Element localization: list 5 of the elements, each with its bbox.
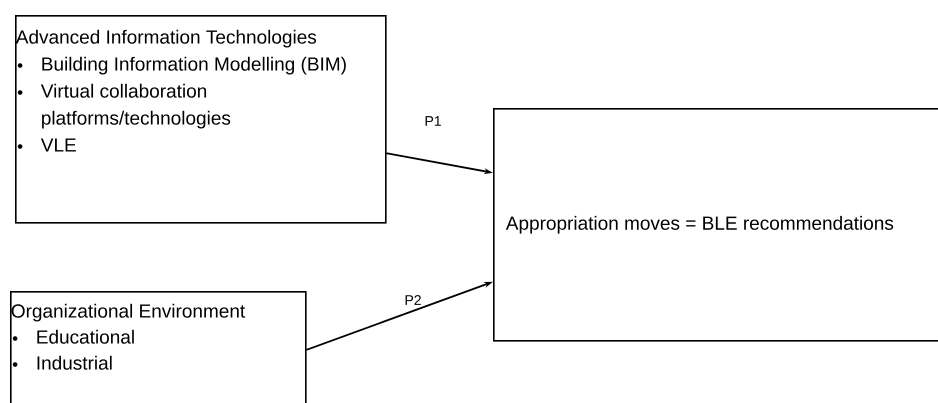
text-box: Advanced Information Technologies Building Information Modelling (BIM) Virtual collaboration platforms/technologies VLE <box>15 14 387 224</box>
edge-label: P1 <box>423 115 443 127</box>
text-box: Appropriation moves = BLE recommendations <box>493 108 938 342</box>
edge-label: P2 <box>403 294 423 306</box>
text-box: Organizational Environment Educational Industrial <box>10 290 307 403</box>
